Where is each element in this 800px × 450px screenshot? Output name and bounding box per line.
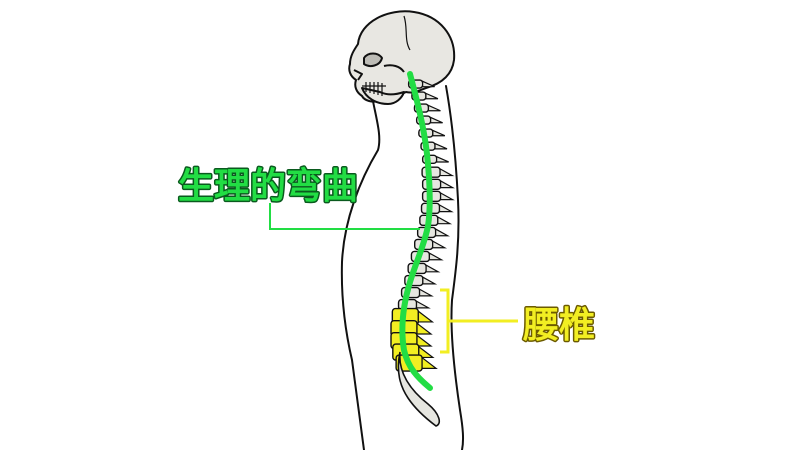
body-silhouette-icon [340, 85, 465, 450]
lumbar-bracket [440, 288, 518, 354]
curve-label-leader [269, 203, 420, 230]
thoracic-vertebra [420, 202, 454, 215]
physiological-curve-line [399, 71, 433, 391]
skull-icon [348, 10, 456, 105]
thoracic-vertebra [419, 214, 453, 227]
sacrum [397, 351, 441, 427]
lumbar-label: 腰椎 [522, 305, 595, 346]
curve-label: 生理的弯曲 [178, 165, 358, 207]
thoracic-vertebra [416, 226, 450, 239]
